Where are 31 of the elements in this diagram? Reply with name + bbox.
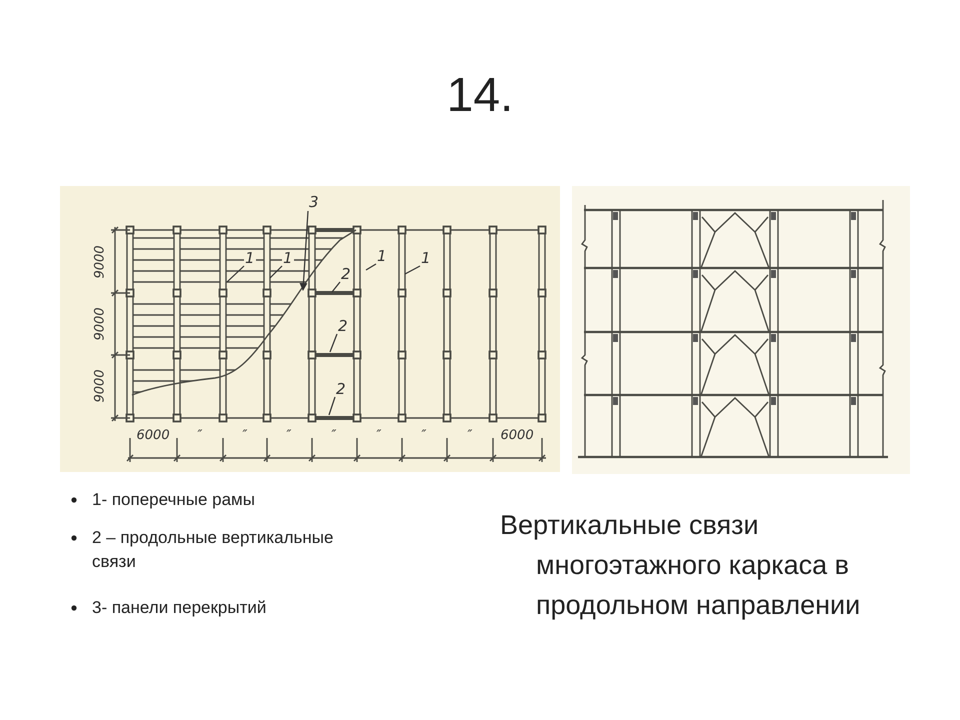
- ditto-mark: ″: [468, 429, 472, 443]
- leader-line: [270, 266, 282, 278]
- leader-line: [328, 396, 336, 416]
- caption-text: Вертикальные связи многоэтажного каркаса в продольном направлении: [500, 509, 862, 622]
- leader-line: [226, 266, 244, 282]
- dimension-label: 6000: [136, 429, 170, 443]
- leader-line: [404, 265, 420, 275]
- ditto-mark: ″: [376, 429, 382, 443]
- dimension-label: 9000: [93, 245, 108, 279]
- list-item: 2 – продольные вертикальные связи: [92, 527, 334, 573]
- ditto-mark: ″: [332, 429, 336, 443]
- leader-line: [329, 334, 338, 352]
- callout-number: 2: [335, 381, 347, 397]
- dimension-label: 9000: [93, 307, 108, 341]
- list-item: 3- панели перекрытий: [92, 597, 268, 619]
- ditto-mark: ″: [286, 429, 292, 443]
- callout-number: 1: [282, 250, 294, 266]
- callout-number: 2: [340, 266, 352, 282]
- callout-number: 3: [308, 194, 320, 210]
- callout-number: 2: [337, 318, 349, 334]
- dimension-label: 9000: [93, 369, 108, 403]
- ditto-mark: ″: [242, 429, 248, 443]
- leader-line: [366, 263, 376, 271]
- callout-number: 1: [244, 250, 256, 266]
- leader-line: [332, 282, 340, 292]
- list-item: 1- поперечные рамы: [92, 489, 256, 511]
- slide-title: 14.: [446, 68, 514, 124]
- leader-line: [299, 210, 309, 291]
- ditto-mark: ″: [422, 429, 426, 443]
- ditto-mark: ″: [198, 429, 202, 443]
- dimension-label: 6000: [500, 429, 534, 443]
